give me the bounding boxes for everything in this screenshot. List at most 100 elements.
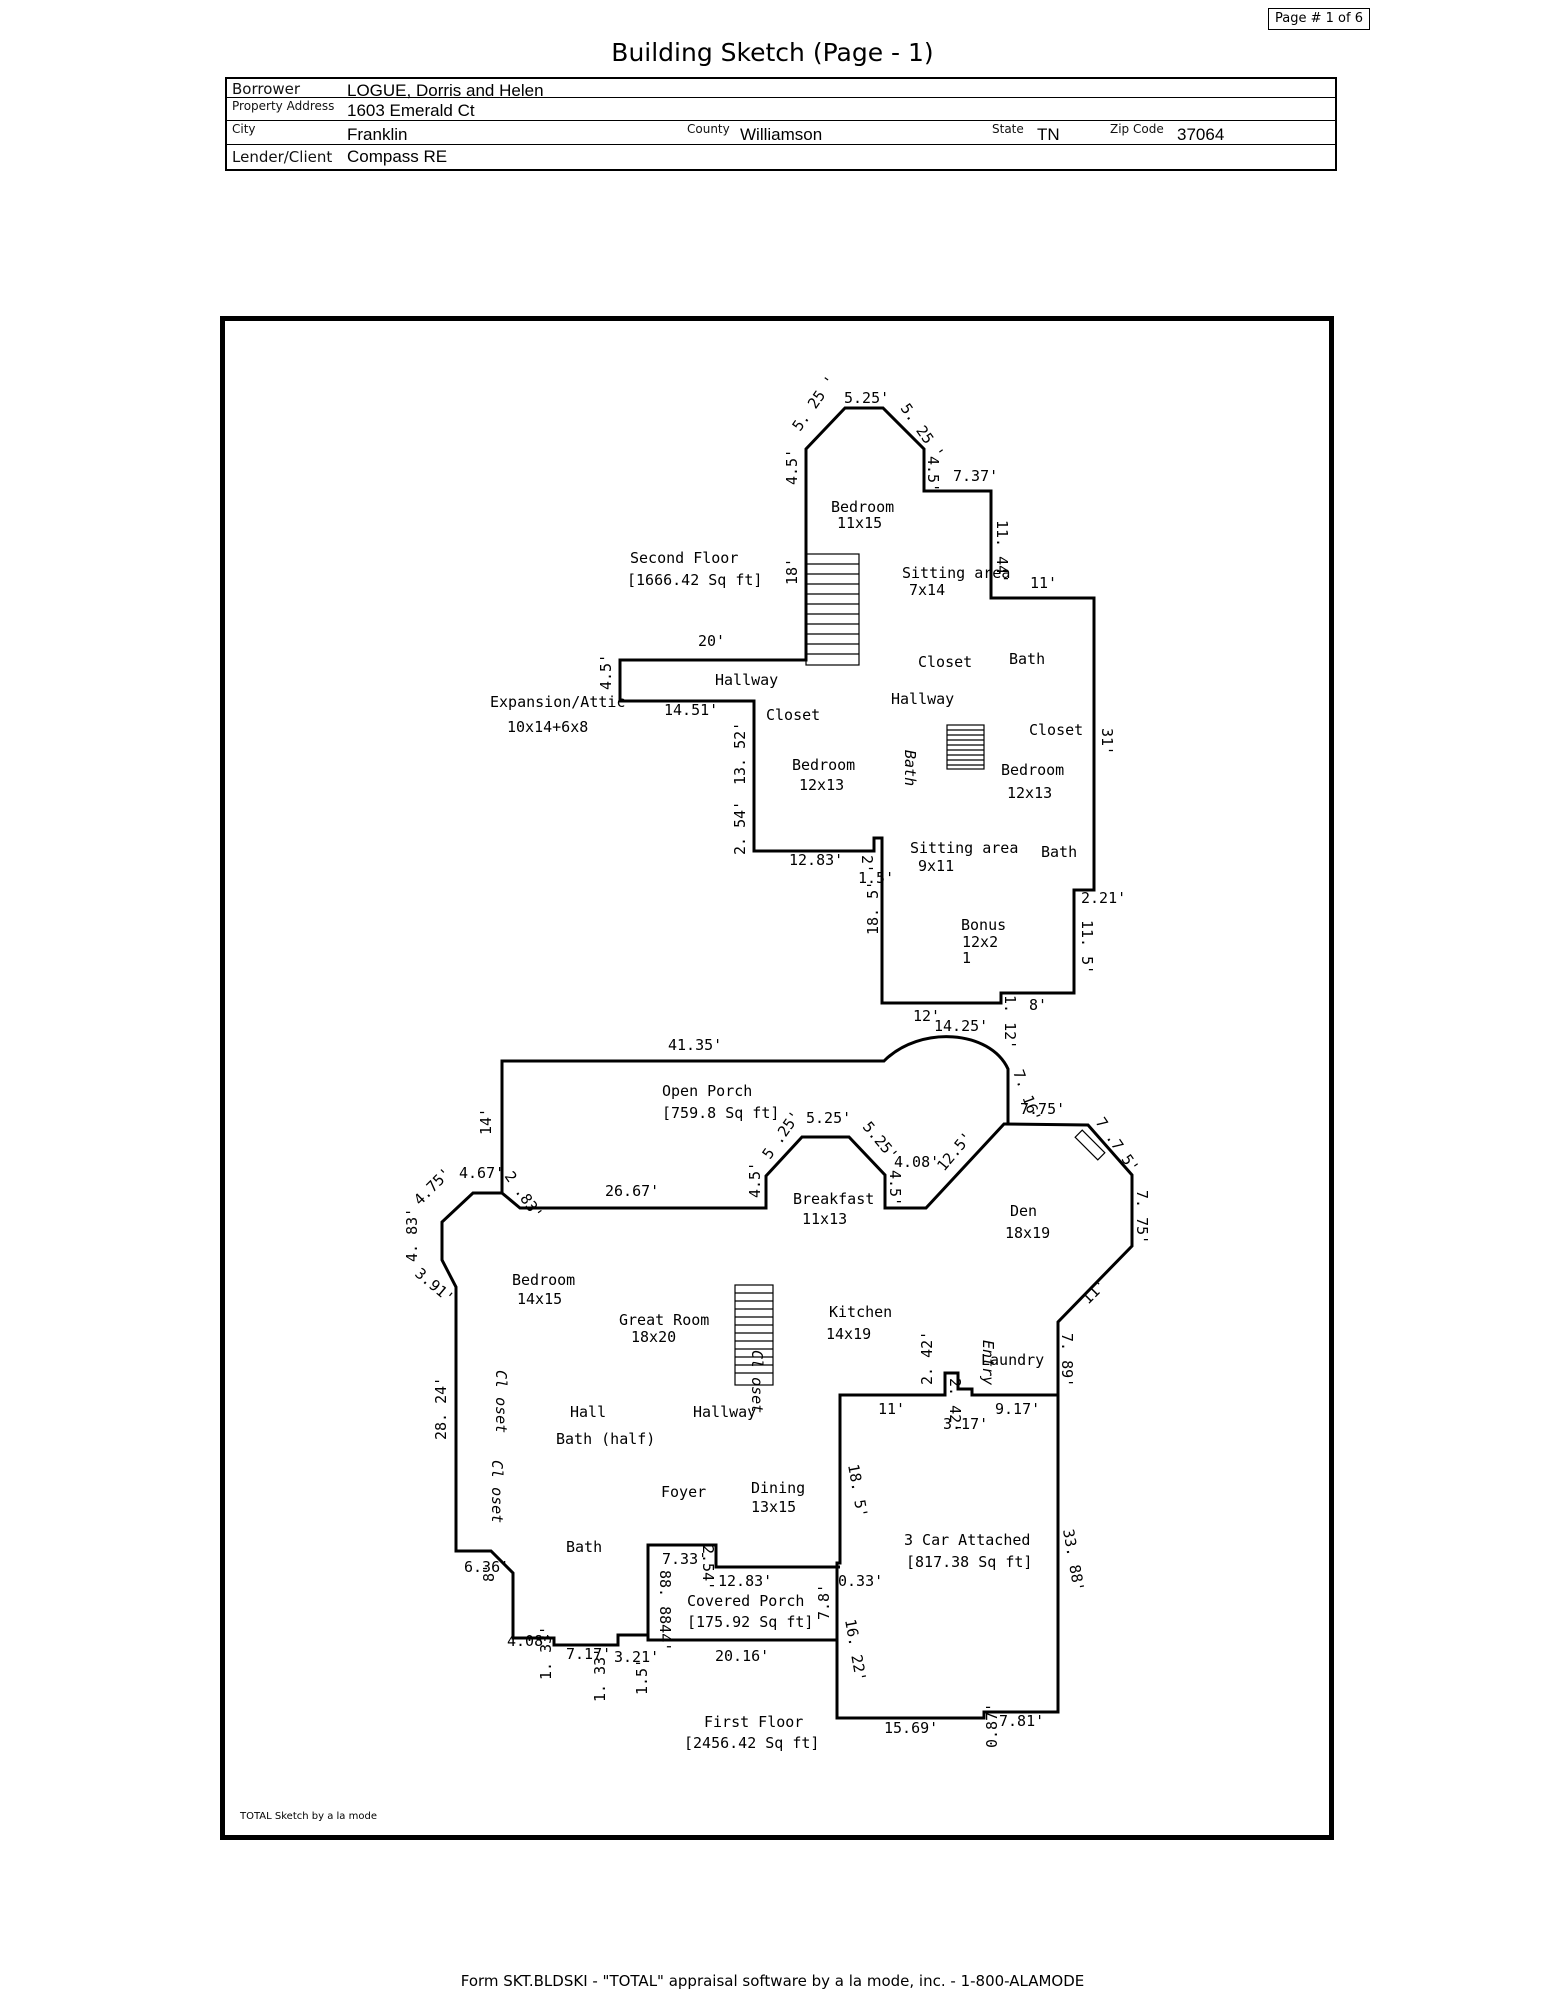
dimension-label: 4.5' bbox=[924, 456, 942, 492]
dimension-label: 14.51' bbox=[664, 701, 718, 719]
room-size: 13x15 bbox=[751, 1498, 796, 1516]
county-label: County bbox=[687, 122, 730, 136]
dimension-label: 7.75' bbox=[1020, 1100, 1065, 1118]
room-label: Bedroom bbox=[831, 498, 894, 516]
room-label: Foyer bbox=[661, 1483, 706, 1501]
room-size: 12x2 bbox=[962, 933, 998, 951]
room-label: Cl oset bbox=[492, 1370, 510, 1433]
dimension-label: 7.17' bbox=[566, 1645, 611, 1663]
dimension-label: 7. 75' bbox=[1133, 1190, 1151, 1244]
dimension-label: 8' bbox=[480, 1564, 498, 1582]
room-label: Den bbox=[1010, 1202, 1037, 1220]
dimension-label: 2. 42' bbox=[918, 1331, 936, 1385]
dimension-label: 4.08' bbox=[507, 1632, 552, 1650]
dimension-label: 2' bbox=[858, 855, 876, 873]
room-label: Closet bbox=[1029, 721, 1083, 739]
dimension-label: 33. 88' bbox=[1059, 1528, 1088, 1593]
dimension-label: 12.83' bbox=[789, 851, 843, 869]
page-title: Building Sketch (Page - 1) bbox=[611, 38, 934, 67]
dimension-label: 11' bbox=[1078, 1276, 1110, 1308]
dimension-label: 12.5' bbox=[933, 1128, 976, 1174]
page-number: Page # 1 of 6 bbox=[1268, 8, 1370, 30]
form-footer: Form SKT.BLDSKI - "TOTAL" appraisal soft… bbox=[460, 1972, 1085, 1990]
dimension-label: 5.25' bbox=[806, 1109, 851, 1127]
sketch-credit: TOTAL Sketch by a la mode bbox=[240, 1811, 377, 1822]
room-label: Bath bbox=[566, 1538, 602, 1556]
room-label: Hall bbox=[570, 1403, 606, 1421]
dimension-label: 12' bbox=[913, 1007, 940, 1025]
property-info-table: Borrower LOGUE, Dorris and Helen Propert… bbox=[225, 77, 1337, 171]
dimension-label: 4.5' bbox=[886, 1170, 904, 1206]
dimension-label: 15.69' bbox=[884, 1719, 938, 1737]
dimension-label: 18. 5' bbox=[844, 1463, 871, 1519]
room-label: Breakfast bbox=[793, 1190, 874, 1208]
second-floor-labels: Second Floor [1666.42 Sq ft] Expansion/A… bbox=[490, 498, 1083, 967]
room-size: 12x13 bbox=[1007, 784, 1052, 802]
dimension-label: 7.81' bbox=[999, 1712, 1044, 1730]
room-label: Closet bbox=[766, 706, 820, 724]
first-floor-dimensions: 41.35' 14.25' 14' 7. 16' 7.75' 5.25' 5 .… bbox=[403, 1017, 1151, 1748]
room-label: Bath (half) bbox=[556, 1430, 655, 1448]
first-floor-labels: Open Porch [759.8 Sq ft] Breakfast 11x13… bbox=[488, 1082, 1050, 1752]
stairs-first-floor bbox=[734, 1284, 774, 1386]
room-size: 7x14 bbox=[909, 581, 945, 599]
dimension-label: 18' bbox=[783, 558, 801, 585]
dimension-label: 2. 54' bbox=[731, 801, 749, 855]
dimension-label: 11' bbox=[1030, 574, 1057, 592]
porch-label: Open Porch bbox=[662, 1082, 752, 1100]
room-size: 1 bbox=[962, 949, 971, 967]
room-label: Sitting area bbox=[910, 839, 1018, 857]
dimension-label: 12.83' bbox=[718, 1572, 772, 1590]
dimension-label: 26.67' bbox=[605, 1182, 659, 1200]
first-floor-area: [2456.42 Sq ft] bbox=[684, 1734, 819, 1752]
covered-porch-area: [175.92 Sq ft] bbox=[687, 1613, 813, 1631]
borrower-row: Borrower LOGUE, Dorris and Helen bbox=[227, 79, 1335, 100]
dimension-label: 4. 83' bbox=[403, 1208, 421, 1262]
stairs-landing-treads bbox=[947, 729, 984, 766]
stairs-first-floor-treads bbox=[735, 1292, 773, 1374]
dimension-label: 2 .83' bbox=[501, 1168, 547, 1223]
room-size: 11x13 bbox=[802, 1210, 847, 1228]
city-value: Franklin bbox=[347, 125, 408, 144]
address-label: Property Address bbox=[232, 99, 335, 113]
stairs-second-floor bbox=[805, 553, 860, 666]
dimension-label: 7 .7 5' bbox=[1092, 1114, 1143, 1176]
lender-row: Lender/Client Compass RE bbox=[227, 144, 1335, 169]
dimension-label: 2.21' bbox=[1081, 889, 1126, 907]
room-label: Entry bbox=[979, 1340, 997, 1385]
dimension-label: 9.17' bbox=[995, 1400, 1040, 1418]
expansion-size: 10x14+6x8 bbox=[507, 718, 588, 736]
room-size: 18x20 bbox=[631, 1328, 676, 1346]
dimension-label: 11. 44' bbox=[993, 520, 1011, 583]
dimension-label: 4.75' bbox=[410, 1164, 455, 1209]
covered-porch-label: Covered Porch bbox=[687, 1592, 804, 1610]
dimension-label: 0.87' bbox=[983, 1703, 1001, 1748]
dimension-label: 5.25' bbox=[844, 389, 889, 407]
city-row: City Franklin County Williamson State TN… bbox=[227, 120, 1335, 145]
covered-porch-outline bbox=[646, 1543, 840, 1640]
dimension-label: 20' bbox=[698, 632, 725, 650]
zip-label: Zip Code bbox=[1110, 122, 1164, 136]
garage-outline bbox=[835, 1395, 1060, 1720]
dimension-label: 31' bbox=[1098, 728, 1116, 755]
dimension-label: 1.5' bbox=[633, 1659, 651, 1695]
dimension-label: 2.54' bbox=[699, 1545, 717, 1590]
room-label: Bath bbox=[1041, 843, 1077, 861]
address-row: Property Address 1603 Emerald Ct bbox=[227, 97, 1335, 121]
dimension-label: 20.16' bbox=[715, 1647, 769, 1665]
second-floor-outline bbox=[618, 406, 1096, 1005]
zip-value: 37064 bbox=[1177, 125, 1225, 144]
dimension-label: 5. 25 ' bbox=[789, 372, 840, 434]
stairs-landing bbox=[946, 724, 985, 770]
state-value: TN bbox=[1037, 125, 1060, 144]
dimension-label: 1.5' bbox=[858, 869, 894, 887]
dimension-label: 28. 24' bbox=[432, 1377, 450, 1440]
dimension-label: 11' bbox=[878, 1400, 905, 1418]
room-label: Great Room bbox=[619, 1311, 709, 1329]
dimension-label: 11. 5' bbox=[1078, 920, 1096, 974]
room-label: Sitting area bbox=[902, 564, 1010, 582]
room-label: Cl oset bbox=[488, 1460, 506, 1523]
dimension-label: 7.33' bbox=[662, 1550, 707, 1568]
borrower-value: LOGUE, Dorris and Helen bbox=[347, 81, 544, 100]
